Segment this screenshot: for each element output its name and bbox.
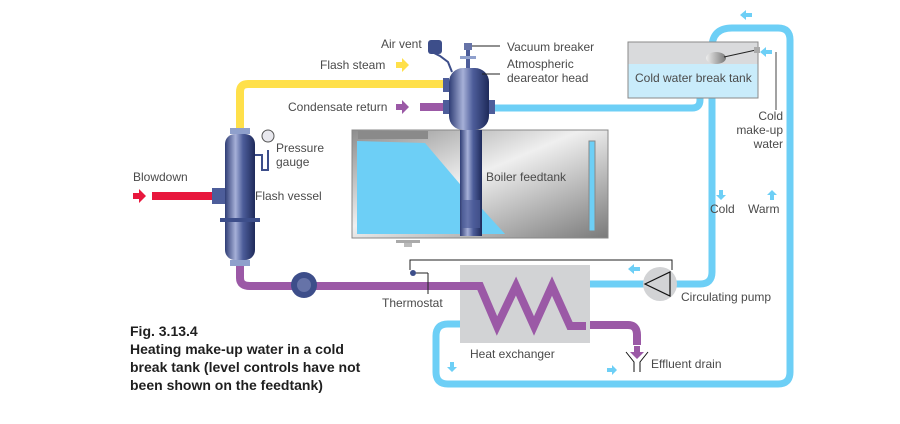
caption-line: been shown on the feedtank) <box>130 377 323 393</box>
figure-number: Fig. 3.13.4 <box>130 323 198 339</box>
pump-loop-pipe <box>676 96 716 288</box>
caption-line: break tank (level controls have not <box>130 359 361 375</box>
boiler-feedtank: Boiler feedtank <box>351 129 609 247</box>
flash-steam-pipe <box>236 80 445 128</box>
blowdown-label: Blowdown <box>133 170 188 184</box>
flow-arrow-left-icon <box>628 264 640 274</box>
warm-label: Warm <box>748 202 780 216</box>
cold-water-break-tank-label: Cold water break tank <box>635 71 753 85</box>
deaerator-head <box>428 40 500 130</box>
heat-exchanger-label: Heat exchanger <box>470 347 555 361</box>
vacuum-breaker-icon <box>464 43 472 50</box>
figure-caption: Fig. 3.13.4 Heating make-up water in a c… <box>130 322 360 394</box>
flow-arrow-down-icon <box>447 362 457 372</box>
effluent-drain-icon <box>625 351 649 372</box>
caption-line: Heating make-up water in a cold <box>130 341 344 357</box>
pressure-gauge-icon <box>261 129 275 143</box>
sight-glass <box>588 140 596 232</box>
thermostat-capillary <box>409 259 673 270</box>
vacuum-breaker-label: Vacuum breaker <box>507 40 594 54</box>
heat-exchanger <box>460 265 590 343</box>
boiler-feedtank-label: Boiler feedtank <box>486 170 567 184</box>
flow-arrow-right-icon <box>607 365 617 375</box>
pressure-gauge-label-line1: Pressure <box>276 141 324 155</box>
ball-float-icon <box>706 52 726 64</box>
flash-steam-arrow-icon <box>396 58 409 72</box>
thermostat-icon <box>410 270 416 276</box>
flow-arrow-up-icon <box>767 190 777 200</box>
deaerator-label-line2: deareator head <box>507 71 588 85</box>
circulating-pump-label: Circulating pump <box>681 290 771 304</box>
hx-outlet-pipe <box>585 321 641 345</box>
flash-vessel <box>212 128 275 266</box>
circulating-pump[interactable] <box>643 267 677 301</box>
makeup-label-line1: Cold <box>758 109 783 123</box>
makeup-label-line3: water <box>753 137 783 151</box>
flash-vessel-label: Flash vessel <box>255 189 322 203</box>
cold-water-break-tank: Cold water break tank <box>627 41 760 99</box>
air-vent-label: Air vent <box>381 37 422 51</box>
air-vent-icon <box>428 40 442 54</box>
deaerator-label-line1: Atmospheric <box>507 57 574 71</box>
makeup-label-line2: make-up <box>736 123 783 137</box>
effluent-drain-label: Effluent drain <box>651 357 722 371</box>
effluent-arrow-icon <box>630 346 644 359</box>
pressure-gauge-label-line2: gauge <box>276 155 310 169</box>
cold-label: Cold <box>710 202 735 216</box>
blowdown-arrow-icon <box>133 189 146 203</box>
thermostat-label: Thermostat <box>382 296 443 310</box>
steam-trap-icon <box>291 272 317 298</box>
flow-arrow-down-icon <box>716 190 726 200</box>
cold-water-loop-pipe <box>432 24 794 388</box>
break-tank-to-deaerator-pipe <box>495 98 704 112</box>
flash-steam-label: Flash steam <box>320 58 385 72</box>
flash-vessel-drain-pipe <box>236 266 470 290</box>
condensate-arrow-icon <box>396 100 409 114</box>
condensate-return-label: Condensate return <box>288 100 387 114</box>
flow-arrow-left-icon <box>760 47 772 57</box>
flow-arrow-left-icon <box>740 10 752 20</box>
